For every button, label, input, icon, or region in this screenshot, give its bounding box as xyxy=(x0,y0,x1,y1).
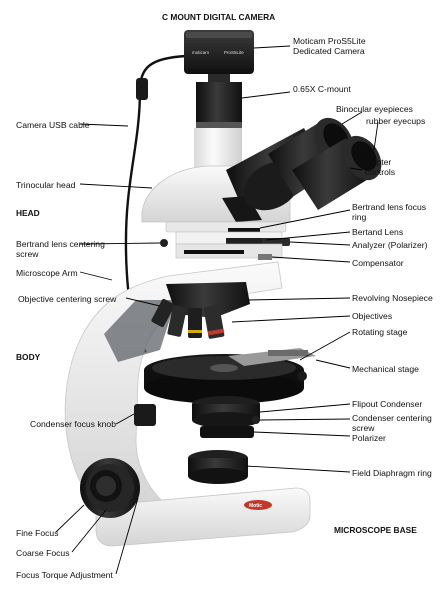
condenser-centering-screw xyxy=(252,416,260,424)
label-fine-focus: Fine Focus xyxy=(16,528,59,538)
label-bertrand-focus-2: ring xyxy=(352,212,367,222)
label-bertrand-focus: Bertrand lens focus xyxy=(352,202,427,212)
condenser-focus-knob xyxy=(134,404,156,426)
objectives-icon xyxy=(151,298,225,339)
eyepiece-assembly xyxy=(222,117,382,222)
flipout-condenser-icon xyxy=(192,396,260,428)
label-condenser-focus: Condenser focus knob xyxy=(30,419,116,429)
label-coarse-focus: Coarse Focus xyxy=(16,548,70,558)
camera-brand-text: moticam xyxy=(192,50,209,55)
label-compensator: Compensator xyxy=(352,258,404,268)
label-flipout-condenser: Flipout Condenser xyxy=(352,399,423,409)
label-camera-2: Dedicated Camera xyxy=(293,46,365,56)
label-bertrand-lens: Bertand Lens xyxy=(352,227,404,237)
camera-icon: moticam ProS5Lite xyxy=(184,30,254,82)
section-base: MICROSCOPE BASE xyxy=(334,525,417,535)
label-condenser-centering: Condenser centering xyxy=(352,413,432,423)
label-eyepieces: Binocular eyepieces xyxy=(336,104,413,114)
label-mechanical-stage: Mechanical stage xyxy=(352,364,419,374)
label-camera-usb: Camera USB cable xyxy=(16,120,90,130)
section-head: HEAD xyxy=(16,208,40,218)
cable-clip xyxy=(136,78,148,100)
label-camera: Moticam ProS5Lite xyxy=(293,36,366,46)
label-trinocular-head: Trinocular head xyxy=(16,180,76,190)
label-microscope-arm: Microscope Arm xyxy=(16,268,78,278)
label-rotating-stage: Rotating stage xyxy=(352,327,408,337)
label-bertrand-centering-2: screw xyxy=(16,249,39,259)
trinocular-tube xyxy=(194,128,242,170)
revolving-nosepiece xyxy=(166,282,250,318)
label-condenser-centering-2: screw xyxy=(352,423,375,433)
label-diopter-2: controls xyxy=(365,167,396,177)
label-analyzer: Analyzer (Polarizer) xyxy=(352,240,428,250)
label-objective-centering: Objective centering screw xyxy=(18,294,117,304)
compensator-slot xyxy=(258,254,272,260)
brand-logo-text: Motic xyxy=(249,503,262,509)
label-c-mount: 0.65X C-mount xyxy=(293,84,351,94)
label-nosepiece: Revolving Nosepiece xyxy=(352,293,433,303)
label-focus-torque: Focus Torque Adjustment xyxy=(16,570,113,580)
bertrand-centering-screw xyxy=(160,239,168,247)
bertrand-lens-slider xyxy=(226,238,266,248)
mechanical-stage-icon xyxy=(228,348,316,381)
label-polarizer: Polarizer xyxy=(352,433,386,443)
brand-logo-icon xyxy=(244,500,272,510)
camera-model-text: ProS5Lite xyxy=(224,50,244,55)
c-mount-tube xyxy=(196,82,242,124)
polarizer-ring xyxy=(200,426,254,438)
label-field-diaphragm: Field Diaphragm ring xyxy=(352,468,432,478)
label-eyecups: rubber eyecups xyxy=(366,116,426,126)
label-objectives: Objectives xyxy=(352,311,393,321)
section-body: BODY xyxy=(16,352,41,362)
leader-lines xyxy=(55,45,379,575)
label-bertrand-centering: Bertrand lens centering xyxy=(16,239,105,249)
focus-knobs-icon xyxy=(80,458,140,518)
label-diopter: diopter xyxy=(365,157,392,167)
diagram-title: C MOUNT DIGITAL CAMERA xyxy=(162,12,276,22)
